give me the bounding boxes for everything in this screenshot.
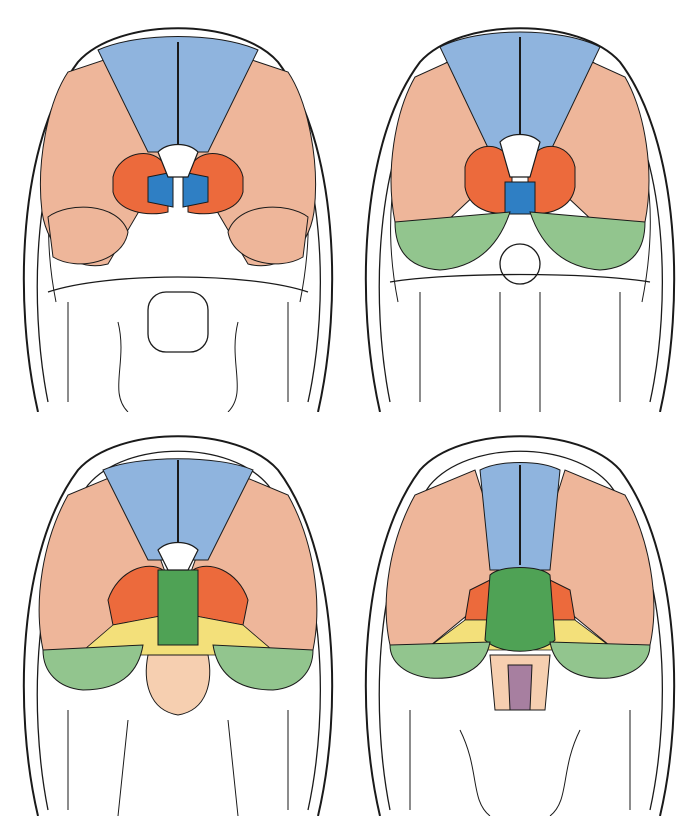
panel-section-3 xyxy=(8,410,348,816)
brainstem-inner-region xyxy=(508,665,532,710)
temporal-region-right xyxy=(213,645,313,690)
panel-section-1 xyxy=(8,2,348,412)
temporal-region-right xyxy=(530,212,645,270)
temporal-region-left xyxy=(395,212,510,270)
section-4-drawing xyxy=(350,410,690,816)
thalamic-region xyxy=(485,568,555,652)
ventricle-center xyxy=(505,182,535,214)
section-1-drawing xyxy=(8,2,348,412)
panel-section-2 xyxy=(350,2,690,412)
temporal-region-left xyxy=(390,642,490,678)
temporal-region-left xyxy=(43,645,143,690)
section-3-drawing xyxy=(8,410,348,816)
panel-section-4 xyxy=(350,410,690,816)
section-2-drawing xyxy=(350,2,690,412)
temporal-region-right xyxy=(550,642,650,678)
brainstem-region xyxy=(146,655,209,715)
thalamic-region xyxy=(158,570,198,645)
